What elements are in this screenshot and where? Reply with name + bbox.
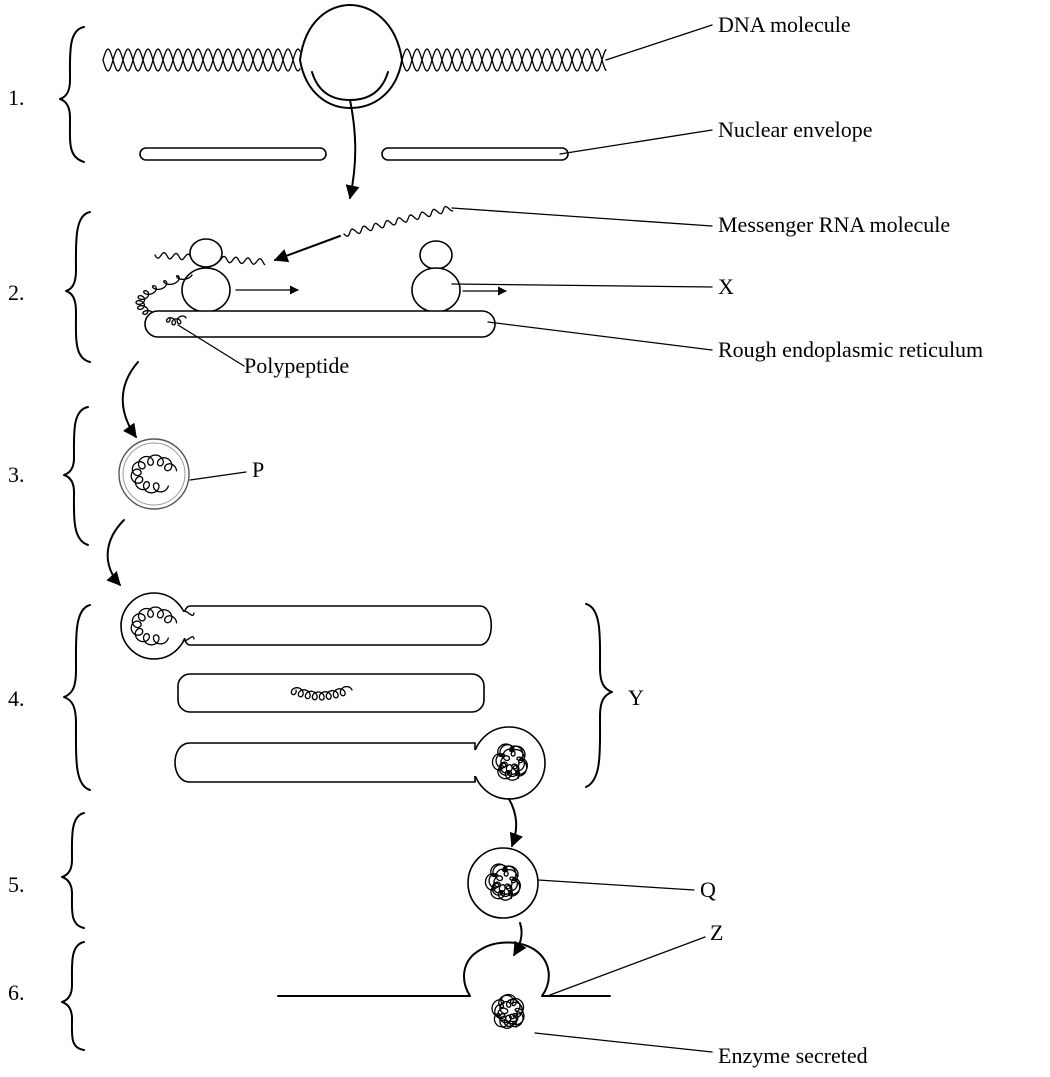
label-polypeptide: Polypeptide <box>244 353 349 378</box>
label-dna-molecule: DNA molecule <box>718 12 851 37</box>
mrna-arrow <box>273 235 341 263</box>
golgi-to-q-arrow <box>508 798 523 848</box>
ribosome-1 <box>181 238 231 313</box>
brace-step-5 <box>61 812 85 929</box>
p-to-golgi-arrow <box>106 519 125 587</box>
brace-step-1 <box>59 26 85 163</box>
golgi-apparatus <box>120 592 546 800</box>
leader-nuclear-envelope <box>559 129 713 155</box>
leader-q <box>537 879 695 891</box>
step-3-number: 3. <box>8 462 25 487</box>
nuclear-envelope <box>139 147 569 161</box>
step-1-number: 1. <box>8 85 25 110</box>
label-enzyme-secreted: Enzyme secreted <box>718 1043 868 1068</box>
polypeptide-in-rer <box>165 315 187 326</box>
leader-rer <box>487 321 713 351</box>
q-to-membrane-arrow <box>513 922 527 957</box>
brace-step-4 <box>63 604 91 791</box>
label-q: Q <box>700 877 716 902</box>
leader-mrna <box>451 207 713 227</box>
vesicle-p <box>118 438 190 510</box>
brace-step-6 <box>61 941 85 1051</box>
label-nuclear-envelope: Nuclear envelope <box>718 117 873 142</box>
label-p: P <box>252 457 264 482</box>
rough-endoplasmic-reticulum <box>144 310 496 338</box>
messenger-rna <box>343 205 454 237</box>
label-x: X <box>718 274 734 299</box>
label-rough-er: Rough endoplasmic reticulum <box>718 337 983 362</box>
leader-p <box>189 471 247 481</box>
label-z: Z <box>710 920 723 945</box>
brace-step-2 <box>65 211 91 363</box>
leader-dna <box>605 24 713 61</box>
label-messenger-rna: Messenger RNA molecule <box>718 212 950 237</box>
leader-z <box>549 936 706 996</box>
brace-golgi <box>585 603 613 788</box>
secretory-vesicle-q <box>467 847 539 919</box>
leader-enzyme <box>534 1032 713 1053</box>
transcription-arrow <box>345 99 360 200</box>
rer-to-p-arrow <box>121 361 139 439</box>
dna-molecule <box>102 4 607 109</box>
ribosome-2 <box>411 240 461 313</box>
step-5-number: 5. <box>8 872 25 897</box>
cell-membrane-exocytosis <box>277 941 611 1029</box>
leader-x <box>451 283 713 288</box>
label-y: Y <box>628 685 644 710</box>
brace-step-3 <box>63 406 89 546</box>
step-2-number: 2. <box>8 280 25 305</box>
step-4-number: 4. <box>8 686 25 711</box>
step-6-number: 6. <box>8 980 25 1005</box>
leader-polypeptide <box>177 324 245 367</box>
